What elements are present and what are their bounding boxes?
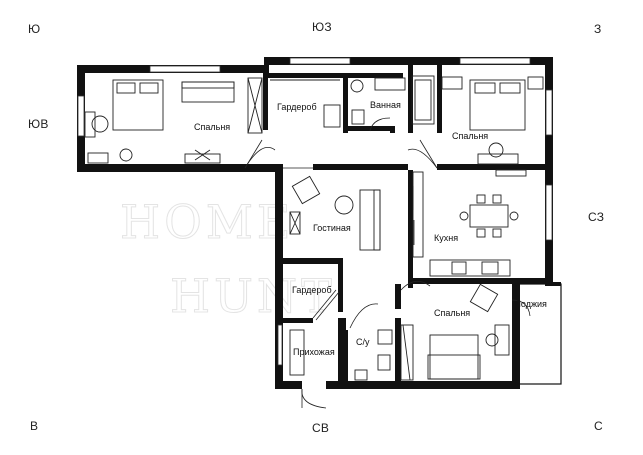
compass-ne: СВ (312, 421, 330, 435)
watermark-line2: HUNT (170, 269, 336, 323)
label-wc: С/у (356, 337, 370, 347)
label-bedroom-2: Спальня (452, 131, 488, 141)
label-bedroom-1: Спальня (194, 122, 230, 132)
watermark-line1: HOME (120, 195, 295, 249)
label-wardrobe-2: Гардероб (292, 285, 332, 295)
label-bathroom: Ванная (370, 100, 401, 110)
label-bedroom-3: Спальня (434, 308, 470, 318)
label-living: Гостиная (313, 223, 351, 233)
doors (244, 117, 531, 409)
compass-s: Ю (28, 22, 41, 36)
compass-se: ЮВ (28, 117, 49, 131)
watermark: HOME HUNT (120, 195, 336, 324)
furniture (84, 75, 544, 381)
compass-sw: ЮЗ (312, 20, 332, 34)
room-labels: Спальня Гардероб Ванная Спальня Гостиная… (194, 100, 547, 357)
interior-walls (263, 65, 442, 381)
compass-e: В (30, 419, 39, 433)
label-wardrobe-1: Гардероб (277, 102, 317, 112)
label-loggia: Лоджия (515, 299, 547, 309)
compass-w: З (594, 22, 602, 36)
windows (77, 57, 553, 366)
label-kitchen: Кухня (434, 233, 458, 243)
compass-nw: СЗ (588, 210, 605, 224)
label-hallway: Прихожая (293, 347, 335, 357)
compass-n: С (594, 419, 603, 433)
